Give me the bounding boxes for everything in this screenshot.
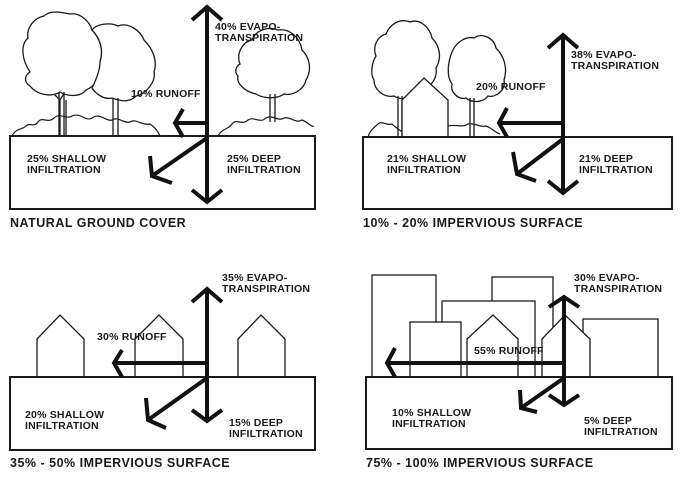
shrub-icon bbox=[11, 114, 161, 137]
ground-box bbox=[9, 135, 316, 210]
runoff-label: 55% RUNOFF bbox=[474, 345, 544, 357]
house-icon bbox=[134, 314, 184, 377]
house-icon bbox=[401, 77, 449, 137]
runoff-label: 20% RUNOFF bbox=[476, 81, 546, 93]
shallow-infiltration-arrow bbox=[511, 137, 565, 183]
panel-10-20-impervious: 38% EVAPO-TRANSPIRATION 20% RUNOFF 21% S… bbox=[362, 20, 673, 230]
building-icon bbox=[582, 318, 659, 378]
evapotranspiration-arrow bbox=[190, 4, 224, 205]
shrub-icon bbox=[367, 121, 501, 138]
runoff-arrow bbox=[111, 348, 207, 378]
panel-caption: 75% - 100% IMPERVIOUS SURFACE bbox=[366, 456, 594, 470]
evapotranspiration-label: 38% EVAPO-TRANSPIRATION bbox=[571, 49, 659, 72]
panel-35-50-impervious: 35% EVAPO-TRANSPIRATION 30% RUNOFF 20% S… bbox=[9, 272, 316, 470]
evapotranspiration-arrow bbox=[190, 286, 224, 424]
evapotranspiration-arrow bbox=[547, 294, 581, 408]
tree-icon bbox=[91, 23, 156, 136]
shallow-infiltration-arrow bbox=[518, 376, 566, 414]
ground-box bbox=[365, 376, 673, 450]
panel-caption: NATURAL GROUND COVER bbox=[10, 216, 186, 230]
panel-caption: 10% - 20% IMPERVIOUS SURFACE bbox=[363, 216, 583, 230]
shrub-icon bbox=[217, 116, 315, 137]
runoff-label: 30% RUNOFF bbox=[97, 331, 167, 343]
runoff-arrow bbox=[384, 347, 564, 378]
panel-natural-ground-cover: 40% EVAPO-TRANSPIRATION 10% RUNOFF 25% S… bbox=[9, 4, 316, 230]
evapotranspiration-arrow bbox=[546, 32, 580, 196]
tree-icon bbox=[447, 34, 507, 137]
shallow-infiltration-arrow bbox=[144, 376, 209, 430]
shallow-infiltration-arrow bbox=[148, 136, 209, 185]
runoff-label: 10% RUNOFF bbox=[131, 88, 201, 100]
tree-icon bbox=[22, 11, 103, 136]
evapotranspiration-label: 30% EVAPO-TRANSPIRATION bbox=[574, 272, 662, 295]
panel-75-100-impervious: 30% EVAPO-TRANSPIRATION 55% RUNOFF 10% S… bbox=[365, 272, 673, 470]
ground-box bbox=[9, 376, 316, 451]
panel-caption: 35% - 50% IMPERVIOUS SURFACE bbox=[10, 456, 230, 470]
tree-icon bbox=[235, 27, 311, 122]
house-icon bbox=[36, 314, 85, 377]
runoff-arrow bbox=[496, 107, 563, 138]
ground-box bbox=[362, 136, 673, 210]
evapotranspiration-label: 40% EVAPO-TRANSPIRATION bbox=[215, 21, 303, 44]
runoff-arrow bbox=[172, 108, 207, 138]
evapotranspiration-label: 35% EVAPO-TRANSPIRATION bbox=[222, 272, 310, 295]
house-icon bbox=[237, 314, 286, 377]
building-icon bbox=[409, 321, 462, 378]
